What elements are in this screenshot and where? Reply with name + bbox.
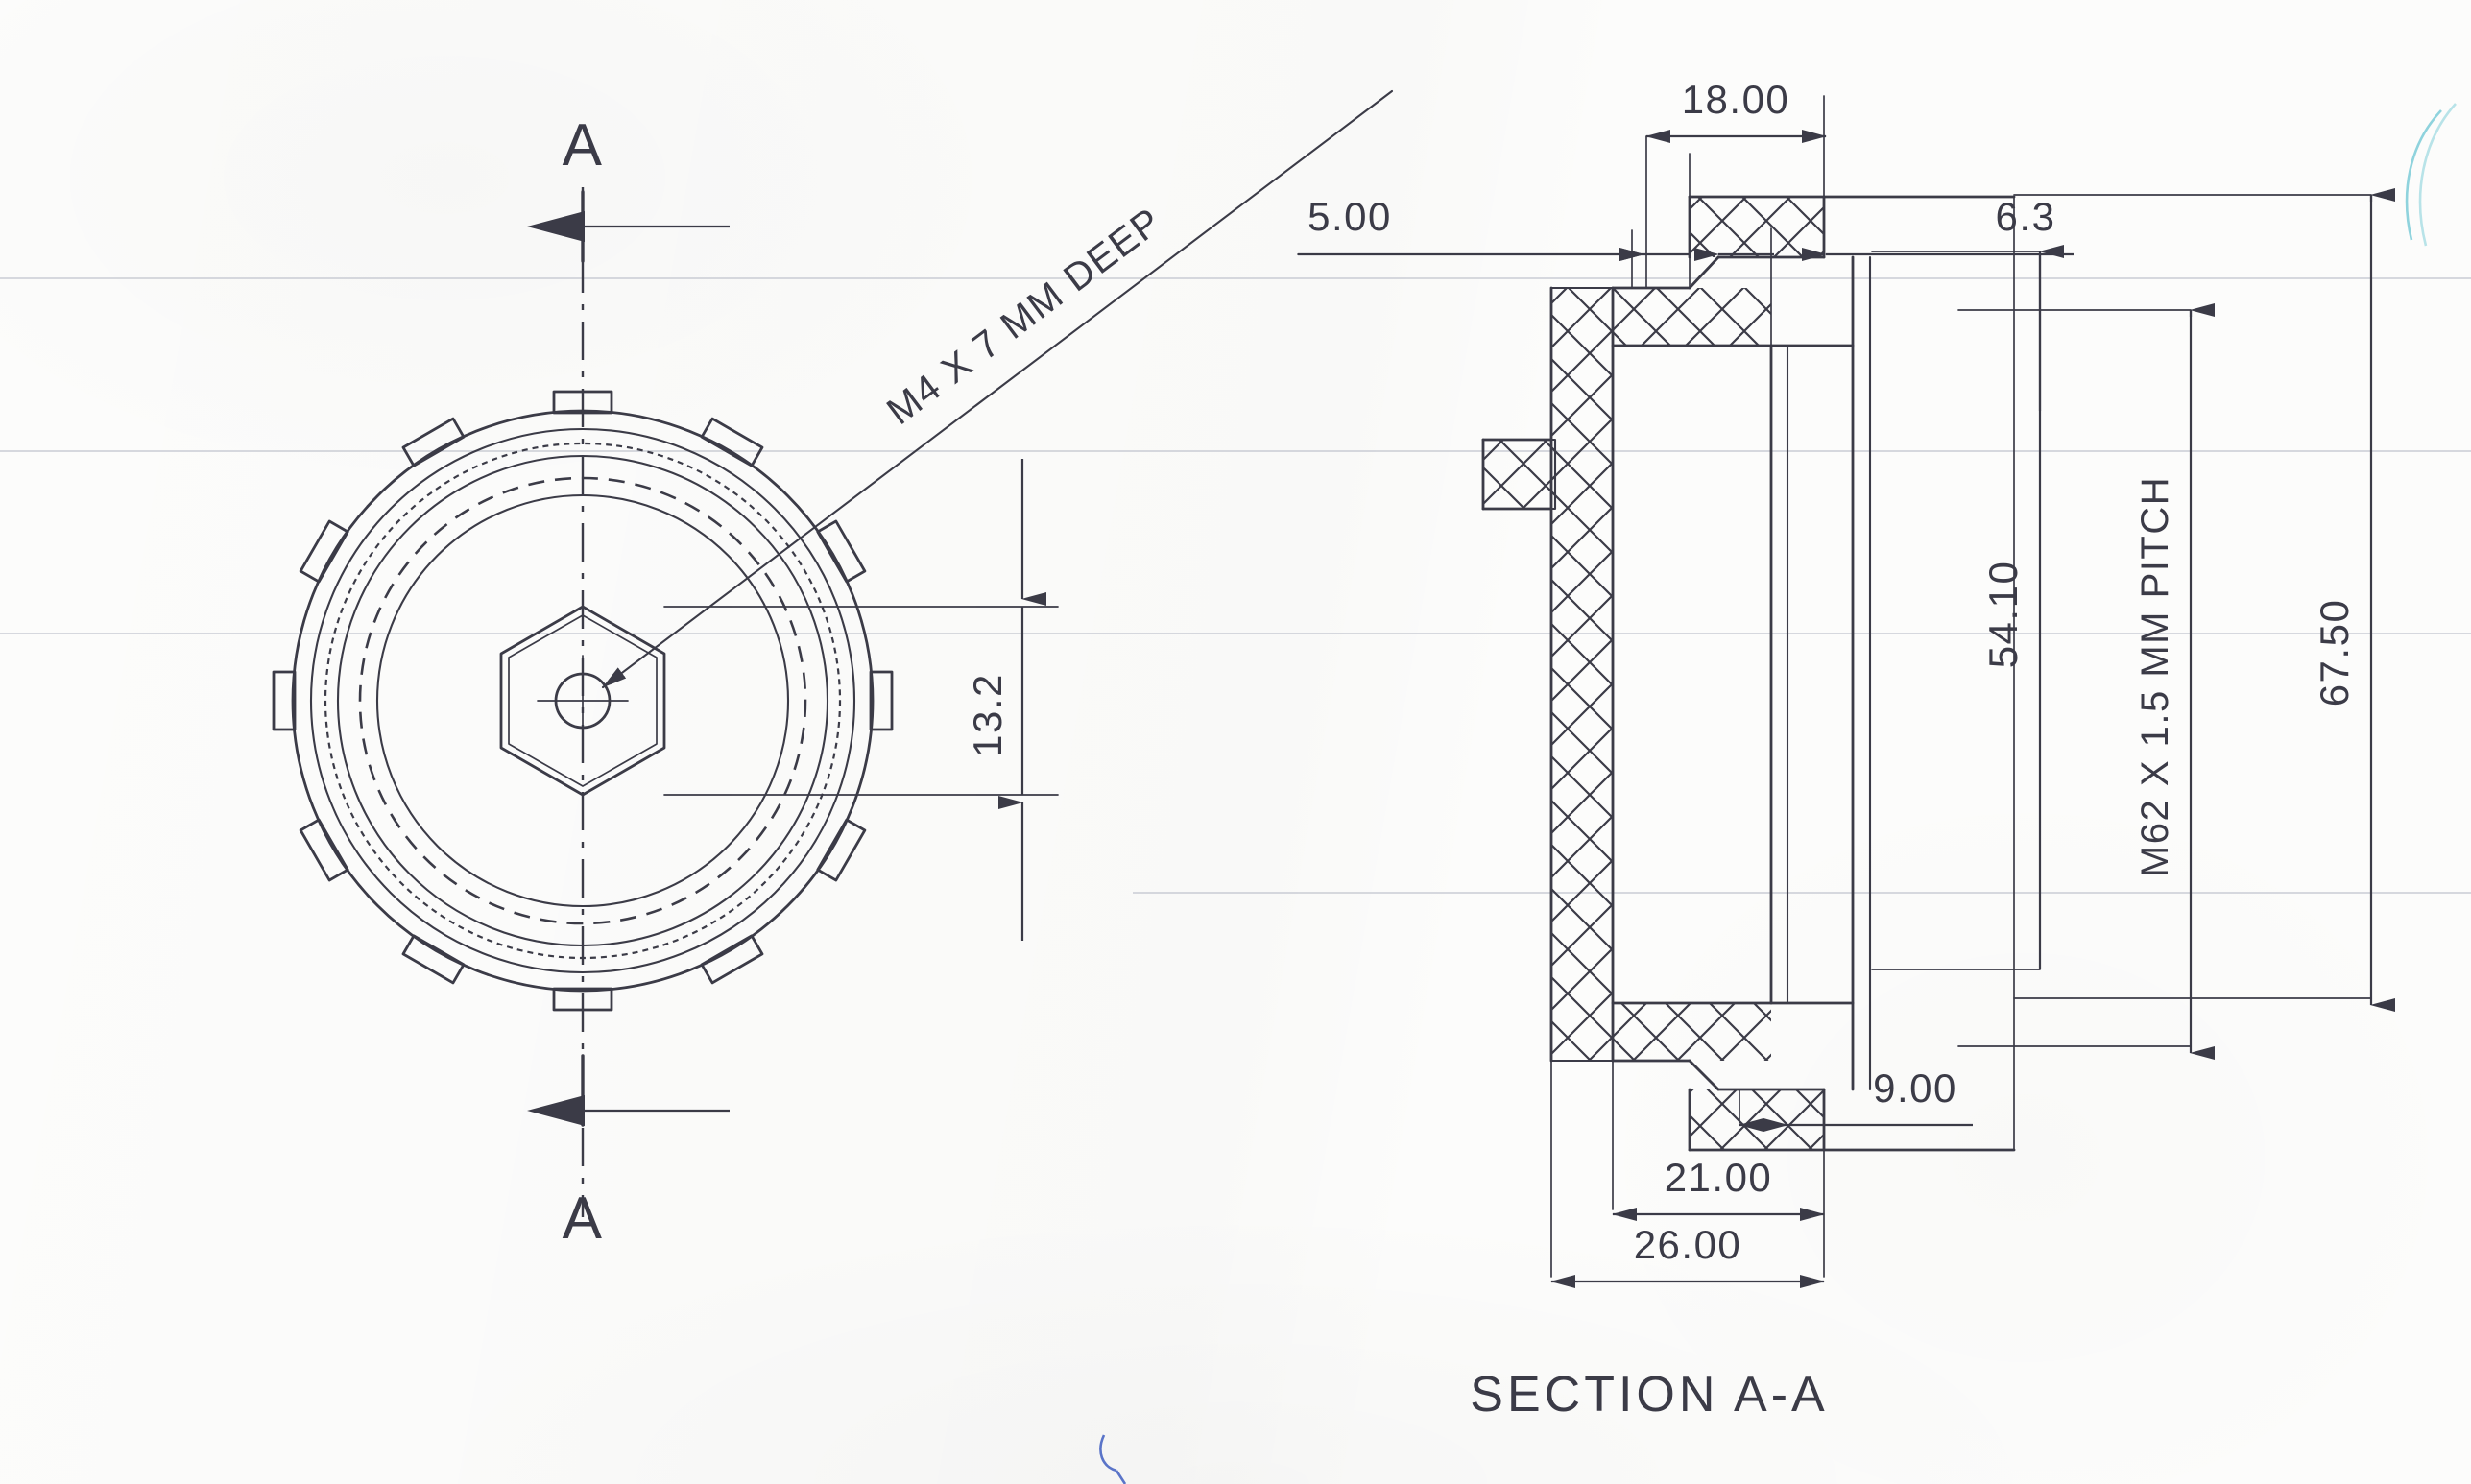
dimension-67-50: 67.50 xyxy=(2013,188,2395,1012)
dimension-label-18-00: 18.00 xyxy=(1682,77,1790,122)
hexagon-socket-inner xyxy=(508,614,658,787)
leader-m4-note xyxy=(601,89,1394,689)
dimension-label-5-00: 5.00 xyxy=(1307,194,1392,239)
note-m62-pitch-group: M62 X 1.5 MM PITCH xyxy=(1957,303,2215,1060)
rim-grip-tabs xyxy=(272,390,894,1012)
scan-artifacts xyxy=(1099,103,2457,1484)
dimension-label-6-3: 6.3 xyxy=(1996,194,2056,239)
dimension-label-67-50: 67.50 xyxy=(2312,599,2357,707)
section-view-title: SECTION A-A xyxy=(1470,1367,1828,1423)
dimension-54-10: 54.10 xyxy=(1871,245,2064,970)
rim-step-circle xyxy=(309,427,856,974)
cut-material-hatching xyxy=(1481,197,1824,1150)
dimension-21-00: 21.00 xyxy=(1612,1155,1825,1221)
dimension-18-00: 18.00 xyxy=(1645,77,1827,289)
dimension-label-26-00: 26.00 xyxy=(1634,1222,1742,1267)
dimension-label-21-00: 21.00 xyxy=(1665,1155,1773,1200)
dimension-label-9-00: 9.00 xyxy=(1873,1065,1957,1111)
dimension-label-54-10: 54.10 xyxy=(1980,561,2026,669)
front-view: 13.2 M4 X 7 MM DEEP A A xyxy=(272,89,1394,1252)
dimension-6-3: 6.3 xyxy=(1694,194,2074,261)
dimension-9-00: 9.00 xyxy=(1739,1065,1973,1132)
dimension-5-00: 5.00 xyxy=(1297,194,1691,261)
note-m4-thread: M4 X 7 MM DEEP xyxy=(879,200,1169,433)
section-letter-bottom: A xyxy=(563,1185,604,1252)
sheet-guide-lines xyxy=(0,277,2471,894)
section-projection-lines xyxy=(1631,95,2015,1151)
section-letter-top: A xyxy=(563,112,604,179)
dimension-label-13-2: 13.2 xyxy=(965,673,1010,757)
section-view-a-a: 18.00 5.00 6.3 54.10 xyxy=(1297,77,2395,1423)
section-marker-bottom: A xyxy=(527,1054,730,1252)
dimension-26-00: 26.00 xyxy=(1550,1222,1825,1288)
section-marker-top: A xyxy=(527,112,730,263)
note-m62-thread: M62 X 1.5 MM PITCH xyxy=(2134,476,2176,877)
inner-seat-circle xyxy=(375,493,790,908)
section-outline xyxy=(1481,195,2016,1152)
dimension-13-2: 13.2 xyxy=(965,459,1046,941)
